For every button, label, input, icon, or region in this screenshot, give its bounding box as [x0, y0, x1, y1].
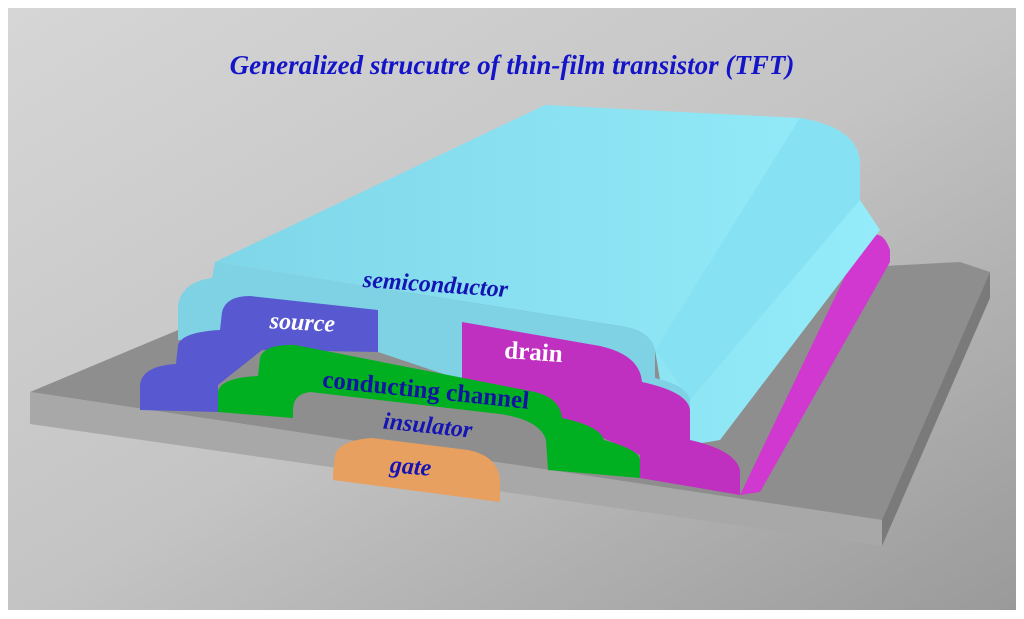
gate-label: gate [388, 452, 433, 482]
drain-electrode [462, 322, 740, 495]
source-electrode [140, 296, 378, 412]
conducting-channel [218, 344, 640, 478]
drain-label: drain [503, 337, 563, 368]
gate-electrode [333, 438, 500, 502]
drain-side [740, 234, 890, 496]
source-label: source [268, 308, 336, 337]
diagram-title: Generalized strucutre of thin-film trans… [230, 50, 795, 80]
